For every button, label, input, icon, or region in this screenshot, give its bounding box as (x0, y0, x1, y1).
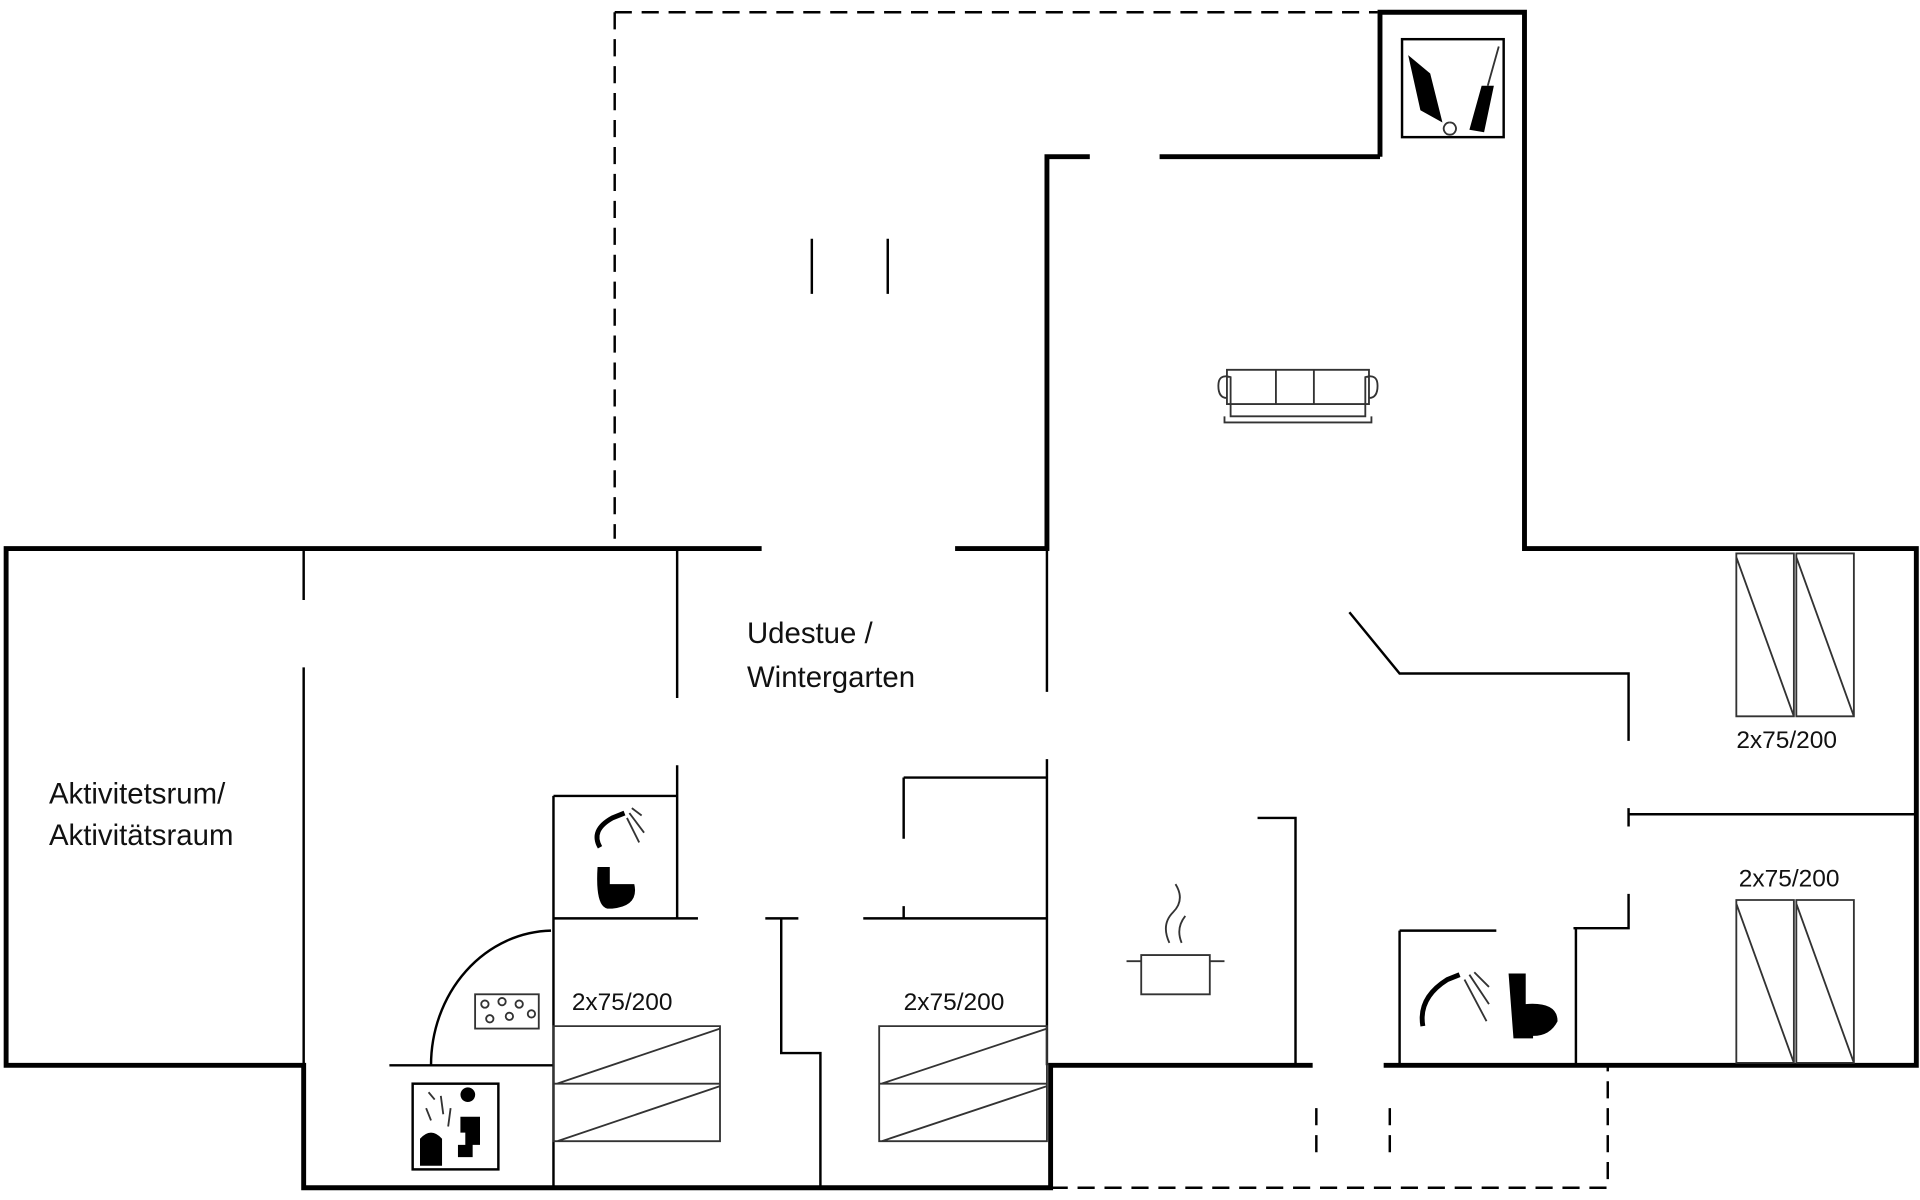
bed-right-top (1735, 552, 1855, 718)
sofa-icon (1217, 368, 1379, 424)
bed-size-label: 2x75/200 (904, 989, 1005, 1016)
toilet-icon (597, 866, 636, 909)
room-label-activity: Aktivitetsrum/ Aktivitätsraum (49, 777, 233, 852)
bed-left-1 (552, 1025, 721, 1143)
bed-size-label: 2x75/200 (1739, 866, 1840, 893)
room-label-line: Aktivitetsrum/ (49, 777, 226, 810)
toilet-icon (1508, 973, 1558, 1039)
bed-left-2 (878, 1025, 1048, 1143)
bed-size-label: 2x75/200 (572, 989, 673, 1016)
exterior-walls (3, 9, 1919, 1191)
room-label-line: Udestue / (747, 617, 874, 650)
room-label-line: Wintergarten (747, 661, 915, 694)
room-label-sunroom: Udestue / Wintergarten (747, 617, 915, 694)
bed-size-label: 2x75/200 (1736, 727, 1837, 754)
utility-tools-icon (1400, 37, 1505, 139)
room-label-line: Aktivitätsraum (49, 819, 233, 852)
annex-dashed-outline (613, 11, 1609, 1189)
interior-walls (302, 238, 1917, 1188)
spa-icon (474, 993, 540, 1030)
sauna-icon (411, 1082, 500, 1171)
shower-icon (1419, 971, 1490, 1027)
bed-right-bottom (1735, 899, 1855, 1064)
spa-door-arc (429, 929, 552, 1066)
cooking-pot-icon (1126, 883, 1225, 996)
shower-icon (594, 807, 645, 849)
